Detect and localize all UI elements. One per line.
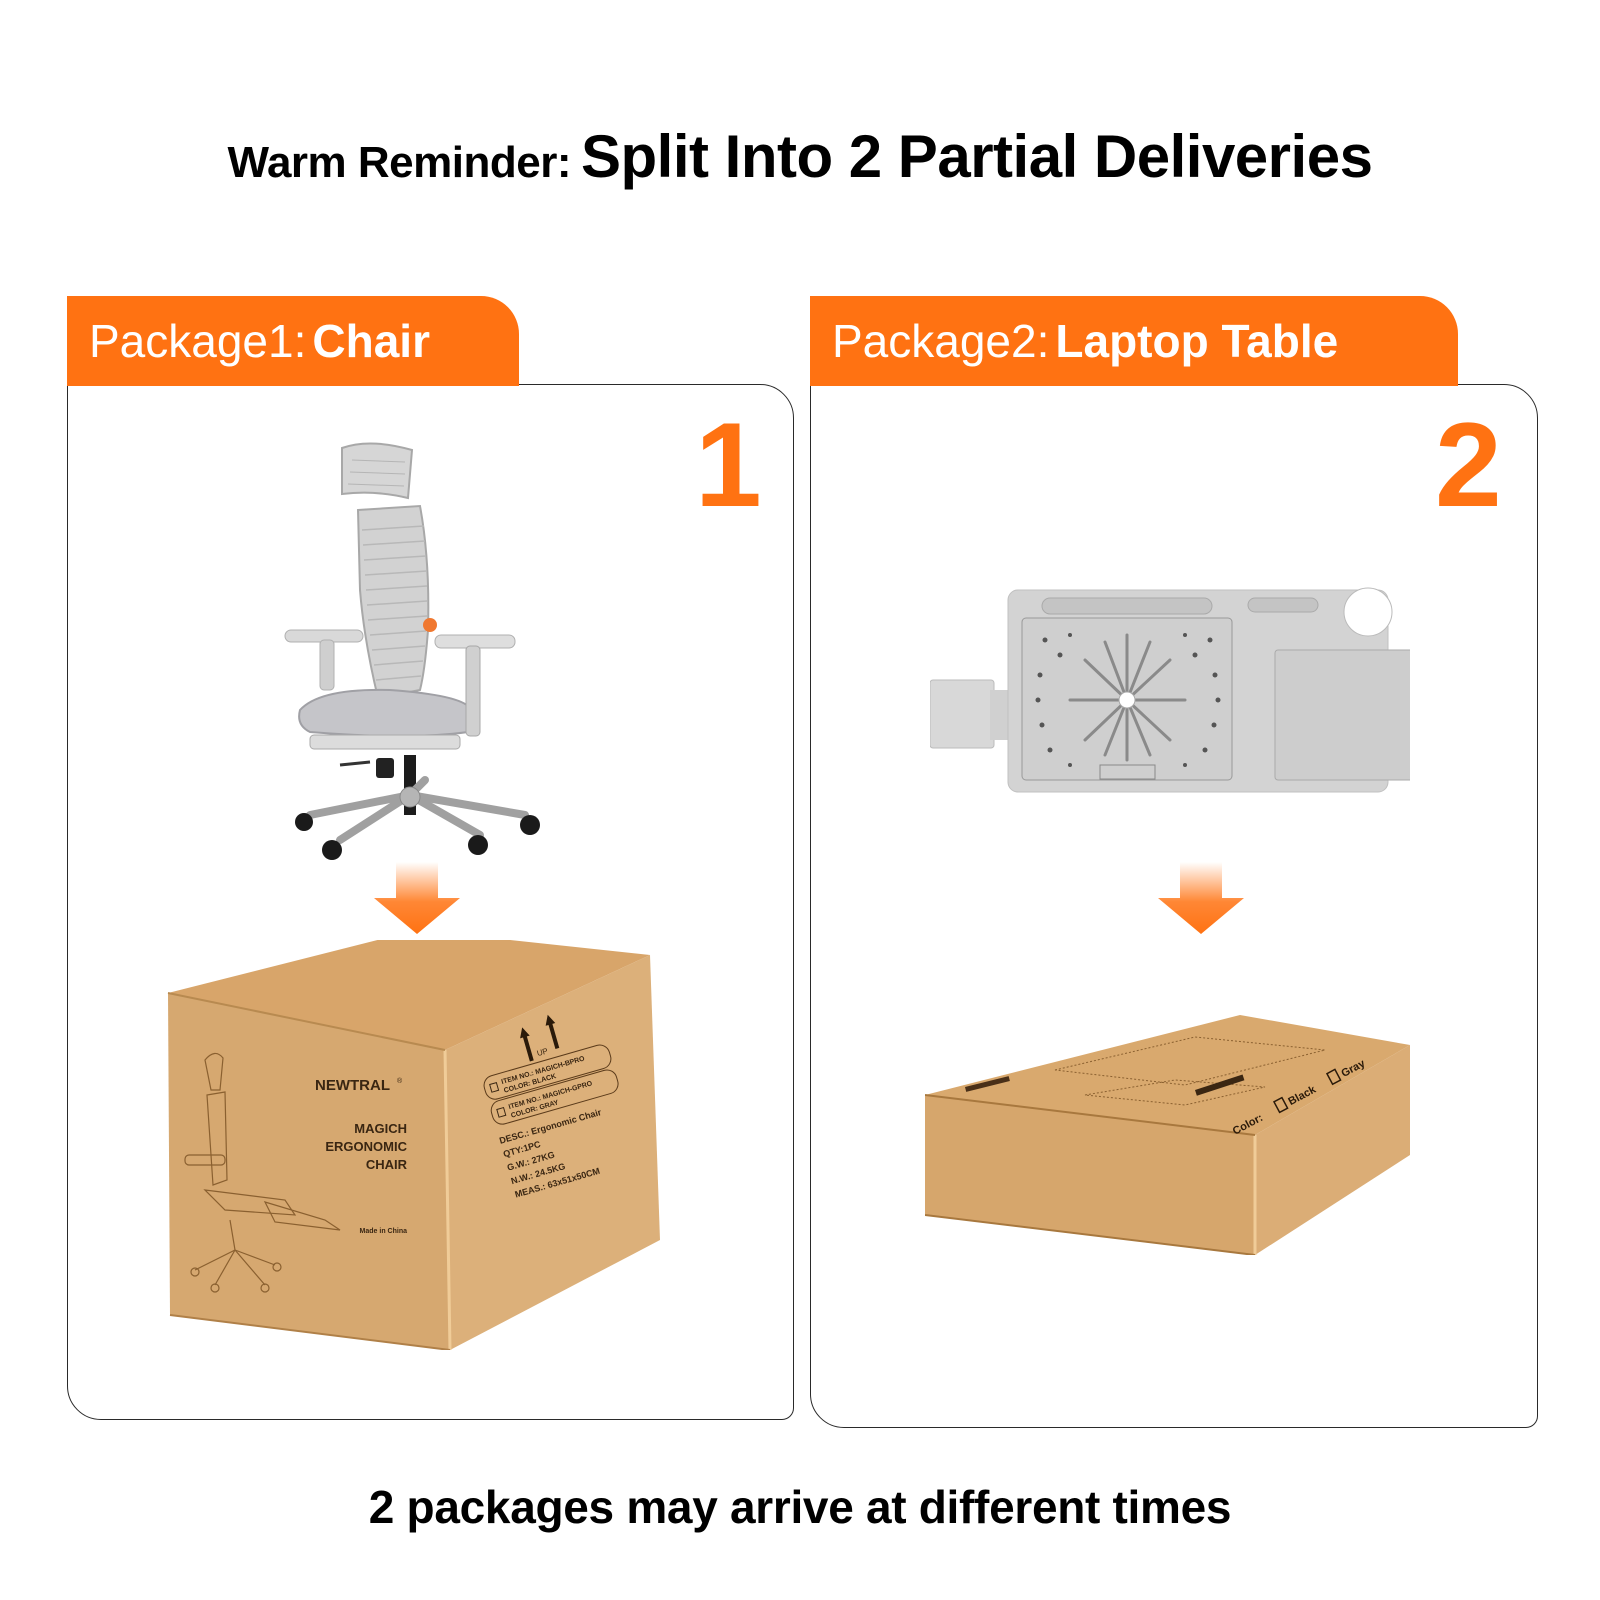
svg-text:®: ® (397, 1077, 403, 1085)
chair-shipping-box-icon: NEWTRAL ® MAGICH ERGONOMIC CHAIR Made in… (167, 940, 660, 1350)
office-chair-icon (284, 442, 540, 860)
package-2-label-item: Laptop Table (1055, 315, 1339, 367)
headline-main: Split Into 2 Partial Deliveries (580, 123, 1373, 190)
laptop-table-icon (930, 587, 1410, 793)
svg-text:CHAIR: CHAIR (366, 1157, 408, 1172)
package-2-tab: Package2:Laptop Table (810, 296, 1458, 386)
box-brand: NEWTRAL (315, 1077, 390, 1094)
down-arrow-icon (1158, 862, 1244, 934)
svg-text:Made in China: Made in China (360, 1228, 408, 1235)
package-2-label-prefix: Package2: (832, 315, 1050, 367)
package-1-label-item: Chair (312, 315, 430, 367)
laptop-table-shipping-box-icon: Color: Black Gray (925, 1015, 1410, 1255)
svg-text:MAGICH: MAGICH (354, 1121, 407, 1136)
package-1-label-prefix: Package1: (89, 315, 307, 367)
svg-text:ERGONOMIC: ERGONOMIC (325, 1139, 407, 1154)
package-1-tab: Package1:Chair (67, 296, 519, 386)
package-2-number: 2 (1435, 398, 1502, 532)
package-1-number: 1 (695, 398, 762, 532)
delivery-notice: 2 packages may arrive at different times (368, 1481, 1232, 1533)
page-headline: Warm Reminder:Split Into 2 Partial Deliv… (0, 122, 1600, 191)
down-arrow-icon (374, 862, 460, 934)
headline-lead: Warm Reminder: (227, 138, 572, 187)
svg-text:UP: UP (536, 1046, 549, 1058)
